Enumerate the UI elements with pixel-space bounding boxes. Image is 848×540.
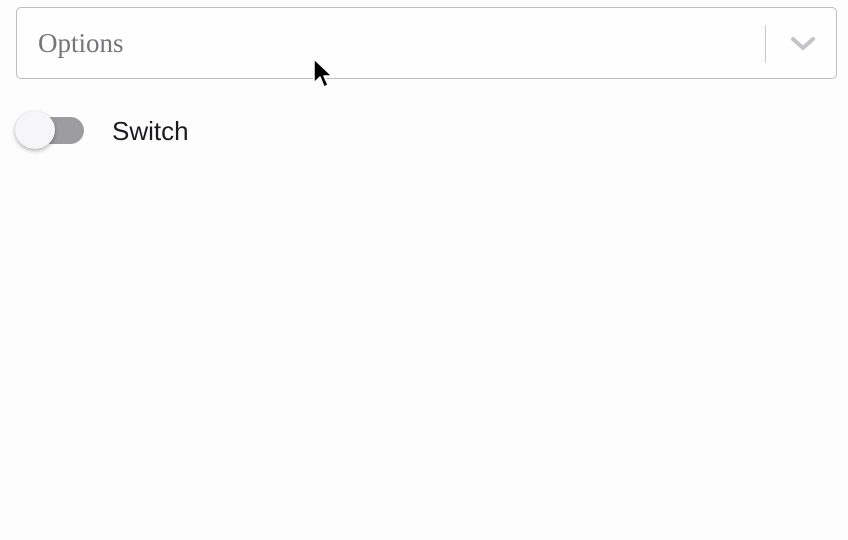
chevron-down-icon[interactable] (790, 34, 816, 54)
switch-toggle[interactable] (14, 109, 86, 153)
switch-thumb[interactable] (15, 111, 55, 149)
switch-label: Switch (112, 116, 189, 146)
select-placeholder: Options (38, 28, 124, 58)
options-select[interactable]: Options (16, 7, 837, 79)
indicator-separator (765, 25, 766, 63)
switch-row: Switch (14, 108, 189, 154)
